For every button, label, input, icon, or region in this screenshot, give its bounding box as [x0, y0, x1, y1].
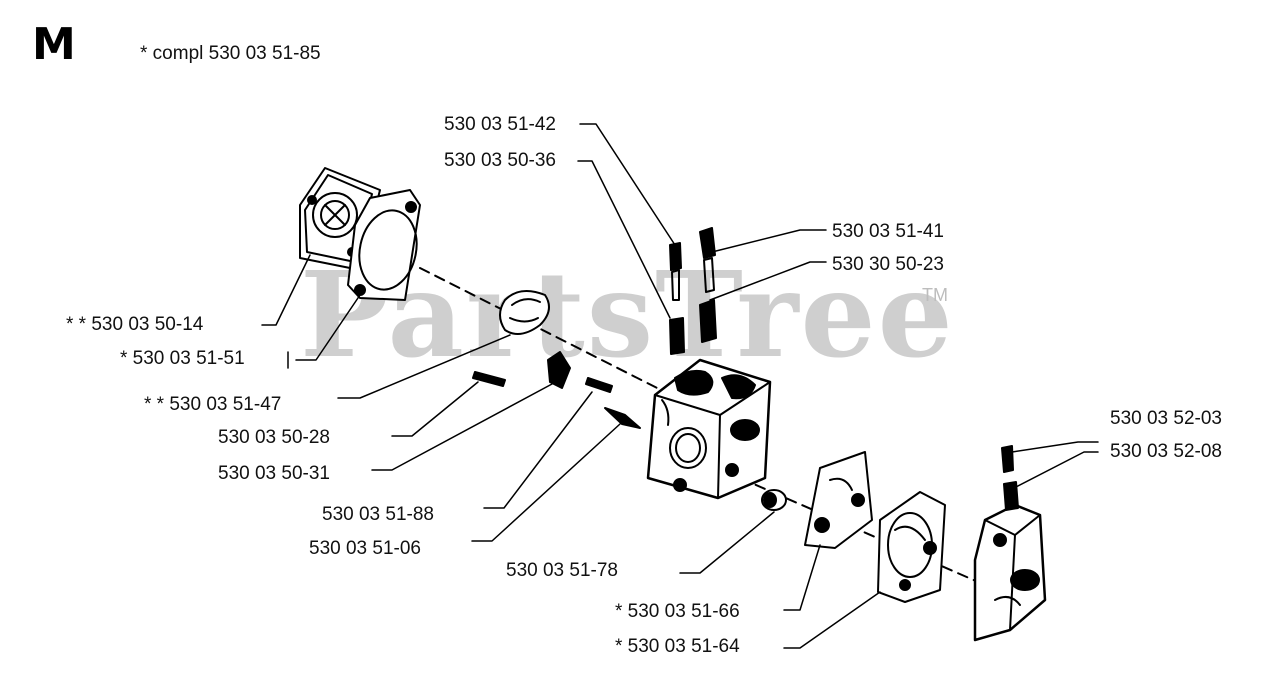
part-needle-valve — [547, 351, 571, 389]
part-spring-small — [585, 377, 613, 393]
callout-label: 530 03 51-78 — [506, 560, 618, 581]
callout-label: * 530 03 51-66 — [615, 601, 740, 622]
part-carburetor-body — [646, 358, 772, 500]
part-pin — [472, 371, 506, 387]
callout-label: 530 03 51-06 — [309, 538, 421, 559]
part-cover-screw — [1001, 445, 1019, 511]
part-diaphragm-gasket — [804, 451, 873, 549]
callout-label: * * 530 03 50-14 — [66, 314, 204, 335]
callout-label: * 530 03 51-51 — [120, 348, 245, 369]
part-inlet-lever — [604, 407, 641, 429]
section-letter: M — [32, 19, 76, 70]
part-fuel-screen — [499, 290, 550, 335]
callout-label: 530 03 52-08 — [1110, 441, 1222, 462]
part-pump-membrane — [347, 189, 421, 301]
leader-lines — [261, 123, 1099, 649]
callout-label: 530 03 51-42 — [444, 114, 556, 135]
callout-label: 530 03 52-03 — [1110, 408, 1222, 429]
kit-note: * compl 530 03 51-85 — [140, 43, 321, 64]
part-metering-diaphragm — [877, 491, 946, 603]
part-idle-screw — [669, 242, 685, 355]
part-carb-cover — [973, 503, 1047, 642]
callout-label: 530 30 50-23 — [832, 254, 944, 275]
callout-label: * 530 03 51-64 — [615, 636, 740, 657]
callout-label: * * 530 03 51-47 — [144, 394, 282, 415]
trademark-mark: TM — [922, 285, 948, 305]
callout-label: 530 03 50-31 — [218, 463, 330, 484]
callout-label: 530 03 51-88 — [322, 504, 434, 525]
part-jet — [761, 489, 787, 511]
part-mixture-screw — [699, 227, 717, 343]
callout-label: 530 03 51-41 — [832, 221, 944, 242]
callout-label: 530 03 50-28 — [218, 427, 330, 448]
callout-label: 530 03 50-36 — [444, 150, 556, 171]
